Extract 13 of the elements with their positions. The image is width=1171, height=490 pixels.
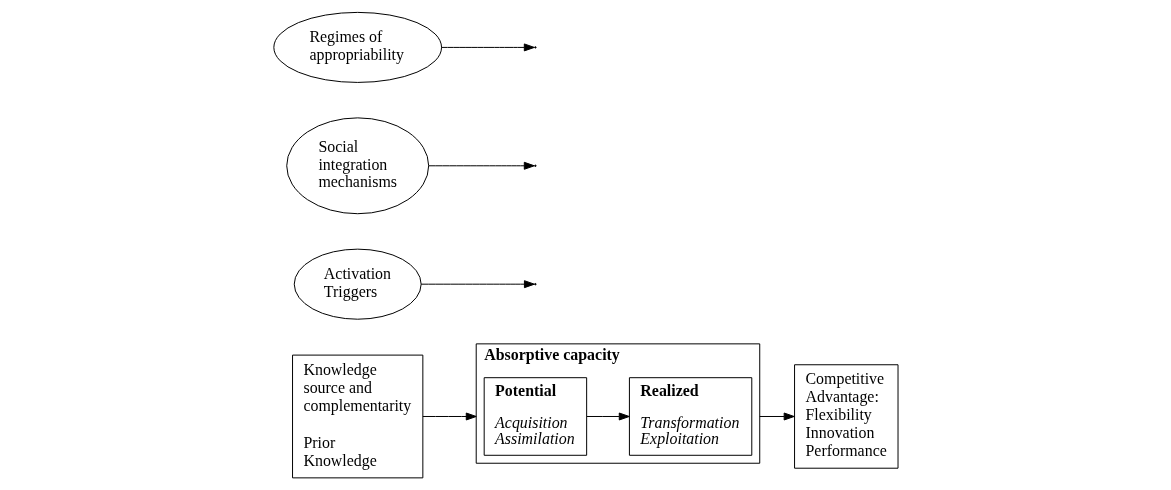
arrow bbox=[440, 43, 535, 52]
node-box: Knowledge source and complementarity Prior Knowledge bbox=[291, 354, 423, 479]
arrow bbox=[420, 280, 535, 289]
arrow bbox=[427, 161, 535, 170]
arrow bbox=[586, 412, 630, 421]
arrow bbox=[758, 412, 795, 421]
node-ellipse: Activation Triggers bbox=[293, 248, 422, 320]
node-ellipse: Regimes of appropriability bbox=[272, 11, 442, 83]
arrow bbox=[421, 412, 477, 421]
node-box: Potential Acquisition Assimilation bbox=[483, 377, 587, 456]
node-ellipse: Social integration mechanisms bbox=[285, 117, 429, 215]
node-box: Realized Transformation Exploitation bbox=[628, 377, 752, 456]
node-box: Competitive Advantage: Flexibility Innovation Performance bbox=[793, 364, 898, 469]
